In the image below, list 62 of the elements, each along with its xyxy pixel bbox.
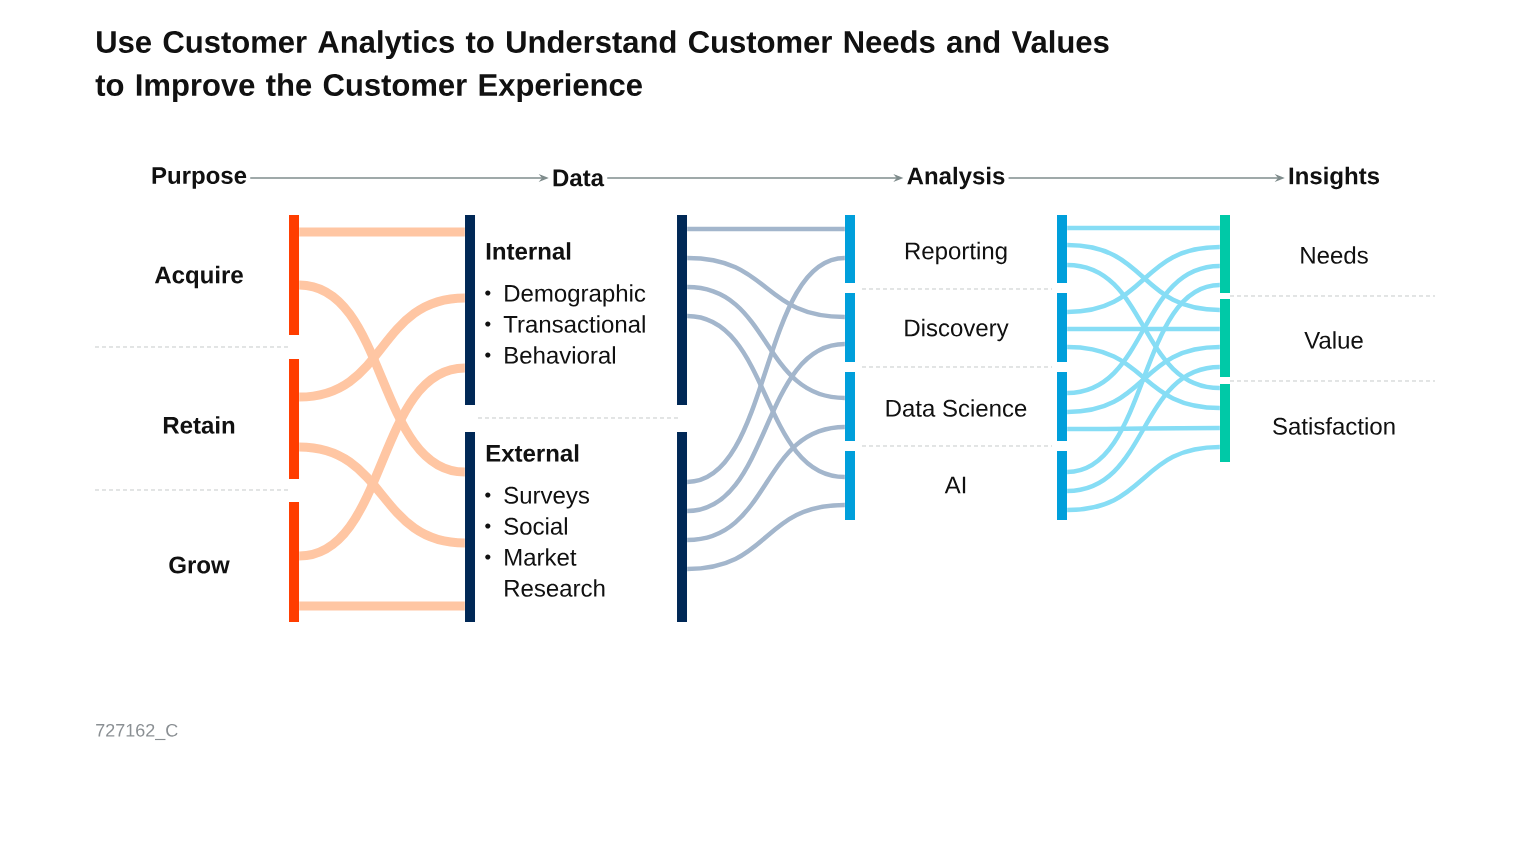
bar — [289, 502, 299, 622]
flow-line — [686, 341, 846, 514]
flow-line — [299, 601, 465, 611]
bar — [677, 432, 687, 622]
flow-line — [686, 284, 846, 401]
bullet-item: Social — [485, 517, 567, 535]
flow-line — [687, 502, 845, 572]
flow-line — [298, 442, 466, 548]
bar — [1220, 384, 1230, 462]
flow-line — [298, 293, 466, 402]
flow-line — [687, 226, 845, 232]
bar — [465, 432, 475, 622]
category-label: Data Science — [886, 399, 1027, 417]
title: Use Customer Analytics to Understand Customer Needs and Values to Improve the Customer Experience — [95, 30, 1109, 103]
flow-line — [1066, 364, 1221, 494]
category-label: Value — [1304, 331, 1363, 349]
bar — [465, 215, 475, 405]
flow-line — [686, 255, 846, 485]
bar — [1057, 293, 1067, 362]
group-label: Grow — [169, 556, 230, 574]
flow-line — [686, 313, 846, 480]
flow-line — [1067, 225, 1220, 231]
flow-line — [298, 363, 466, 561]
bullet-item: Surveys — [485, 486, 590, 509]
bar — [289, 359, 299, 479]
bar — [845, 293, 855, 362]
bar — [289, 215, 299, 335]
bullet-item: Behavioral — [485, 346, 615, 364]
section-heading: Internal — [486, 242, 571, 260]
flow-line — [1067, 326, 1220, 332]
flow-line — [686, 424, 846, 543]
bar — [845, 451, 855, 520]
reference-code: 727162_C — [96, 723, 178, 741]
column-header: Analysis — [907, 166, 1005, 190]
group-label: Retain — [163, 416, 235, 434]
flow-line — [299, 227, 465, 237]
bar — [677, 215, 687, 405]
bar — [845, 372, 855, 441]
bar — [1057, 451, 1067, 520]
category-label: Needs — [1301, 246, 1368, 264]
bar — [1220, 215, 1230, 293]
bar — [1057, 215, 1067, 283]
bar — [1220, 299, 1230, 377]
column-header: Insights — [1289, 166, 1380, 190]
flow-line — [1067, 425, 1220, 432]
category-label: Reporting — [905, 241, 1007, 265]
bullet-item: Market Research — [485, 548, 605, 597]
category-label: AI — [944, 476, 966, 494]
flow-line — [687, 255, 845, 320]
bullet-item: Transactional — [485, 315, 645, 333]
category-label: Satisfaction — [1273, 417, 1395, 435]
flow-line — [1066, 282, 1221, 475]
column-header: Data — [553, 169, 605, 187]
column-header: Purpose — [152, 167, 247, 189]
bar — [1057, 372, 1067, 441]
flow-line — [298, 280, 466, 477]
bullet-item: Demographic — [485, 284, 646, 307]
section-heading: External — [486, 444, 579, 462]
flow-line — [1067, 444, 1220, 513]
bar — [845, 215, 855, 283]
group-label: Acquire — [154, 265, 243, 289]
category-label: Discovery — [905, 318, 1009, 342]
